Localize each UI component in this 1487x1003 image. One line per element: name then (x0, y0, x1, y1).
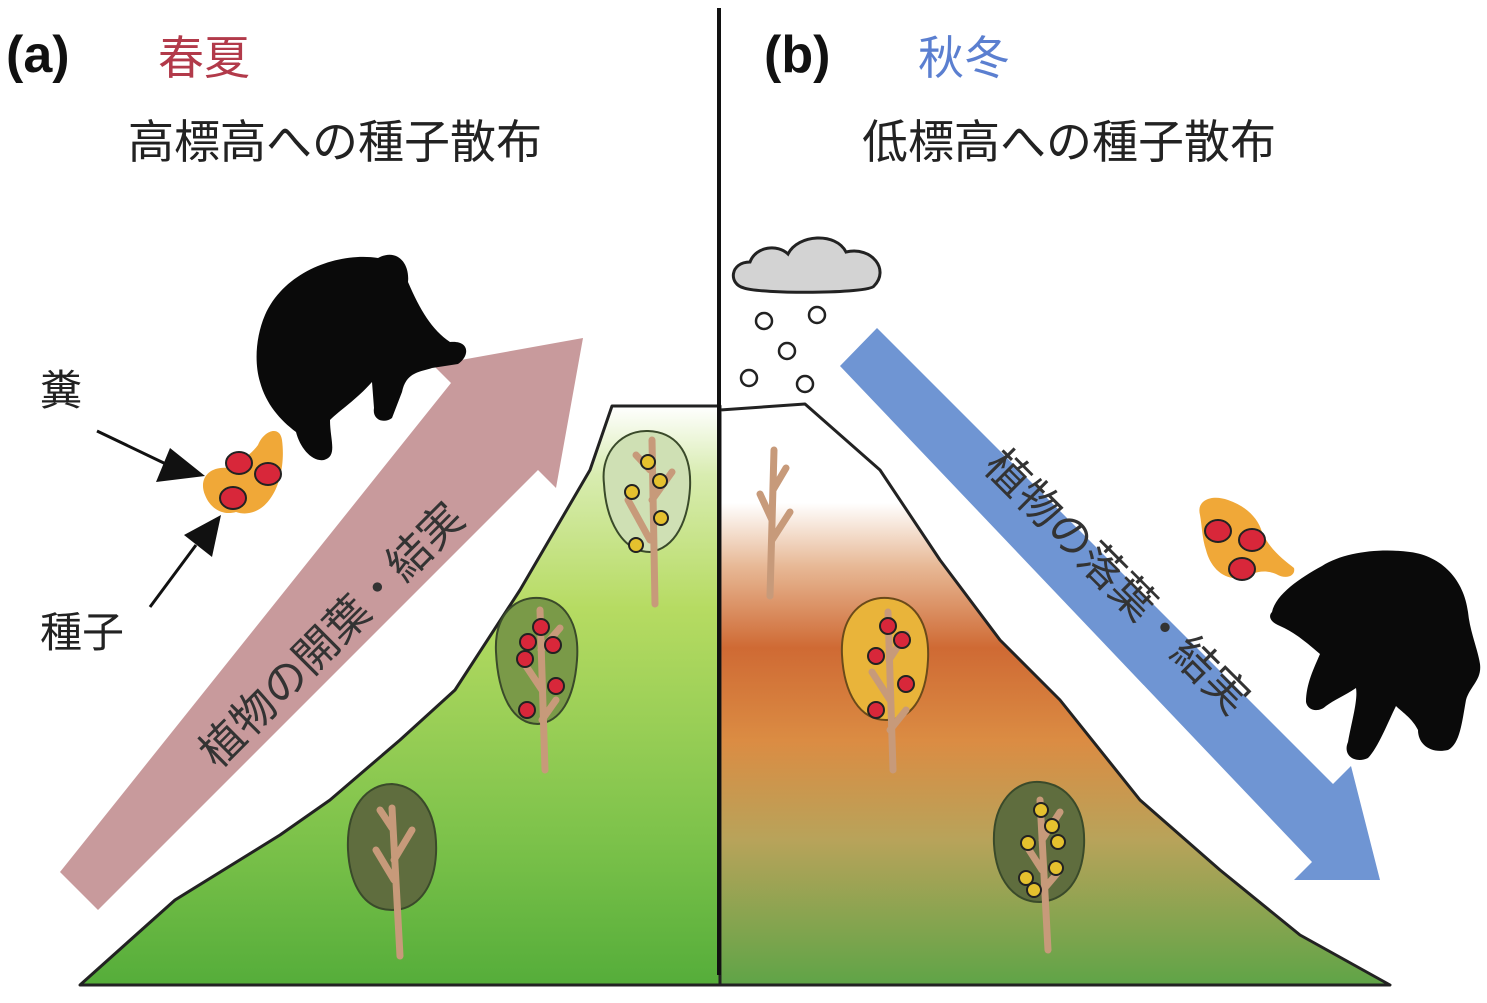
fruit-icon (867, 617, 915, 719)
snowflake-icon (777, 341, 797, 361)
panel-a-heading: 高標高への種子散布 (128, 115, 542, 169)
panel-a-letter: (a) (6, 26, 70, 84)
seed-icon (225, 451, 253, 475)
seed-pointer-head (184, 515, 221, 557)
tree-icon (346, 782, 438, 960)
tree-icon (756, 446, 794, 600)
panel-b-heading: 低標高への種子散布 (862, 115, 1276, 169)
seed-icon (1238, 528, 1266, 552)
seed-icon (254, 462, 282, 486)
fruit-icon (516, 618, 565, 719)
right-mountain-slope (718, 402, 1392, 987)
feces-label: 糞 (40, 366, 82, 415)
panel-a-season: 春夏 (158, 31, 250, 85)
cloud-icon (732, 236, 882, 294)
tree-icon (602, 429, 692, 608)
seed-icon (1228, 557, 1256, 581)
feces-pointer-head (156, 448, 205, 482)
seed-label: 種子 (40, 608, 124, 657)
panel-b-season: 秋冬 (918, 31, 1010, 85)
seed-pointer-line (148, 544, 198, 608)
panel-b-letter: (b) (764, 26, 830, 84)
bear-icon (256, 254, 467, 461)
seed-icon (219, 486, 247, 510)
upslope-arrow (60, 338, 583, 910)
snowflake-icon (795, 374, 815, 394)
fruit-icon (1018, 802, 1066, 898)
seed-icon (1204, 519, 1232, 543)
feces-pointer-line (96, 429, 169, 467)
bear-icon (1270, 550, 1481, 761)
snowflake-icon (754, 311, 774, 331)
fruit-icon (624, 454, 669, 553)
downslope-arrow (840, 328, 1380, 880)
snowflake-icon (807, 305, 827, 325)
snowflake-icon (739, 368, 759, 388)
